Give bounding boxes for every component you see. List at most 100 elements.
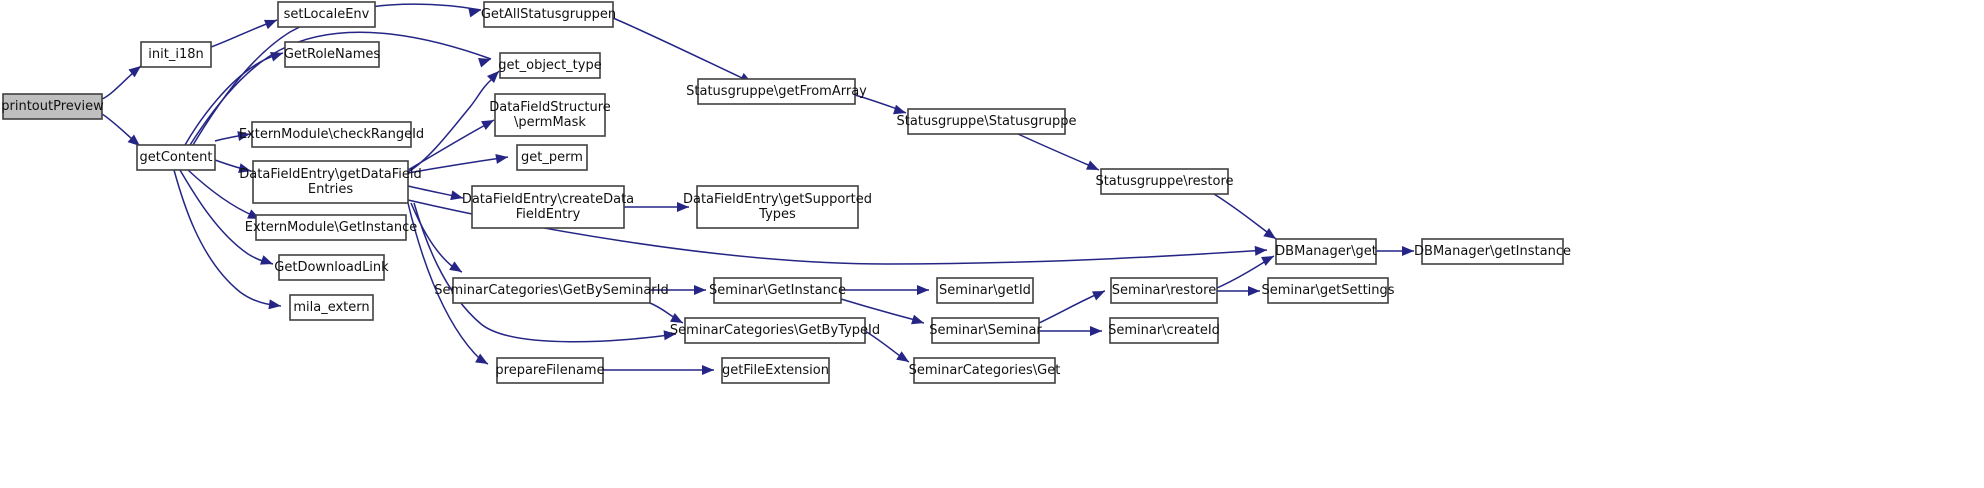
- node-mila_extern[interactable]: mila_extern: [289, 294, 374, 321]
- arrowhead: [917, 285, 929, 295]
- node-box-ExternModule_GetInstance[interactable]: [255, 214, 407, 241]
- node-box-prepareFilename[interactable]: [496, 357, 604, 384]
- arrowhead: [1086, 160, 1099, 170]
- node-box-Seminar_restore[interactable]: [1110, 277, 1218, 304]
- node-Seminar_getId[interactable]: Seminar\getId: [936, 277, 1034, 304]
- node-DataFieldStructure_permMask[interactable]: DataFieldStructure\permMask: [489, 93, 611, 137]
- node-get_perm[interactable]: get_perm: [516, 144, 588, 171]
- arrowhead: [495, 153, 508, 164]
- node-label-Seminar_createId: Seminar\createId: [1108, 323, 1220, 338]
- node-box-GetRoleNames[interactable]: [284, 41, 380, 68]
- node-get_object_type[interactable]: get_object_type: [498, 52, 602, 79]
- node-prepareFilename[interactable]: prepareFilename: [495, 357, 605, 384]
- node-box-SeminarCategories_Get[interactable]: [913, 357, 1056, 384]
- call-edge-GetAllStatusgruppen-to-Statusgruppe_getFromArray: [612, 17, 753, 84]
- node-Statusgruppe_restore[interactable]: Statusgruppe\restore: [1095, 168, 1234, 195]
- node-GetDownloadLink[interactable]: GetDownloadLink: [274, 254, 389, 281]
- node-label-getFileExtension: getFileExtension: [722, 363, 829, 378]
- node-box-DBManager_get[interactable]: [1275, 238, 1377, 265]
- node-Seminar_restore[interactable]: Seminar\restore: [1110, 277, 1218, 304]
- node-label-DataFieldEntry_getDataFieldEntries: Entries: [308, 182, 354, 197]
- node-Statusgruppe_Statusgruppe[interactable]: Statusgruppe\Statusgruppe: [897, 108, 1077, 135]
- node-box-SeminarCategories_GetBySeminarId[interactable]: [452, 277, 651, 304]
- node-box-Statusgruppe_getFromArray[interactable]: [697, 78, 856, 105]
- node-label-DataFieldStructure_permMask: \permMask: [514, 115, 586, 130]
- node-Seminar_Seminar[interactable]: Seminar\Seminar: [929, 317, 1042, 344]
- node-box-setLocaleEnv[interactable]: [277, 1, 376, 28]
- node-ExternModule_GetInstance[interactable]: ExternModule\GetInstance: [245, 214, 417, 241]
- node-SeminarCategories_GetBySeminarId[interactable]: SeminarCategories\GetBySeminarId: [434, 277, 669, 304]
- node-box-get_object_type[interactable]: [499, 52, 601, 79]
- node-box-Statusgruppe_Statusgruppe[interactable]: [907, 108, 1066, 135]
- arrowhead: [268, 299, 281, 310]
- node-DBManager_get[interactable]: DBManager\get: [1275, 238, 1377, 265]
- node-init_i18n[interactable]: init_i18n: [140, 41, 212, 68]
- node-box-GetAllStatusgruppen[interactable]: [483, 1, 614, 28]
- arrowhead: [1261, 256, 1274, 266]
- node-SeminarCategories_GetByTypeId[interactable]: SeminarCategories\GetByTypeId: [670, 317, 880, 344]
- node-label-DataFieldStructure_permMask: DataFieldStructure: [489, 100, 611, 115]
- call-edge-getContent-to-mila_extern: [173, 169, 282, 307]
- node-label-mila_extern: mila_extern: [293, 300, 369, 315]
- node-box-Seminar_getSettings[interactable]: [1267, 277, 1389, 304]
- node-box-DataFieldStructure_permMask[interactable]: [494, 93, 606, 137]
- node-DBManager_getInstance[interactable]: DBManager\getInstance: [1414, 238, 1571, 265]
- node-Seminar_getSettings[interactable]: Seminar\getSettings: [1261, 277, 1395, 304]
- node-label-get_object_type: get_object_type: [498, 58, 601, 73]
- node-label-DBManager_getInstance: DBManager\getInstance: [1414, 244, 1571, 259]
- node-ExternModule_checkRangeId[interactable]: ExternModule\checkRangeId: [239, 121, 424, 148]
- node-box-DBManager_getInstance[interactable]: [1421, 238, 1564, 265]
- arrowhead: [475, 353, 488, 364]
- node-Seminar_createId[interactable]: Seminar\createId: [1108, 317, 1220, 344]
- node-label-GetRoleNames: GetRoleNames: [284, 47, 381, 62]
- node-box-getFileExtension[interactable]: [721, 357, 830, 384]
- node-box-Seminar_GetInstance[interactable]: [713, 277, 842, 304]
- arrowhead: [663, 330, 676, 341]
- node-box-DataFieldEntry_getDataFieldEntries[interactable]: [252, 160, 409, 204]
- node-setLocaleEnv[interactable]: setLocaleEnv: [277, 1, 376, 28]
- arrowhead: [893, 104, 906, 115]
- arrowhead: [238, 163, 251, 173]
- node-box-Seminar_Seminar[interactable]: [931, 317, 1040, 344]
- node-box-get_perm[interactable]: [516, 144, 588, 171]
- arrowhead: [468, 7, 481, 18]
- arrowhead: [450, 190, 463, 201]
- node-getContent[interactable]: getContent: [136, 144, 216, 171]
- arrowhead: [481, 120, 494, 131]
- node-box-DataFieldEntry_getSupportedTypes[interactable]: [696, 185, 859, 229]
- node-box-Seminar_createId[interactable]: [1109, 317, 1219, 344]
- node-label-getContent: getContent: [139, 150, 212, 165]
- node-GetAllStatusgruppen[interactable]: GetAllStatusgruppen: [481, 1, 616, 28]
- node-label-Seminar_GetInstance: Seminar\GetInstance: [709, 283, 846, 298]
- node-box-ExternModule_checkRangeId[interactable]: [251, 121, 412, 148]
- node-GetRoleNames[interactable]: GetRoleNames: [284, 41, 381, 68]
- arrowhead: [1248, 286, 1260, 296]
- node-label-DataFieldEntry_getSupportedTypes: Types: [758, 207, 796, 222]
- node-label-prepareFilename: prepareFilename: [495, 363, 604, 378]
- node-Statusgruppe_getFromArray[interactable]: Statusgruppe\getFromArray: [686, 78, 867, 105]
- node-box-Statusgruppe_restore[interactable]: [1100, 168, 1229, 195]
- node-box-mila_extern[interactable]: [289, 294, 374, 321]
- call-edge-DataFieldEntry_getDataFieldEntries-to-get_perm: [407, 156, 509, 174]
- node-SeminarCategories_Get[interactable]: SeminarCategories\Get: [909, 357, 1061, 384]
- node-box-SeminarCategories_GetByTypeId[interactable]: [684, 317, 866, 344]
- node-box-GetDownloadLink[interactable]: [278, 254, 385, 281]
- node-printoutPreview[interactable]: printoutPreview: [1, 93, 104, 120]
- arrowhead: [1090, 326, 1102, 336]
- node-box-init_i18n[interactable]: [140, 41, 212, 68]
- node-box-printoutPreview[interactable]: [2, 93, 103, 120]
- arrowhead: [1254, 245, 1267, 256]
- node-getFileExtension[interactable]: getFileExtension: [721, 357, 830, 384]
- arrowhead: [237, 131, 250, 142]
- node-box-Seminar_getId[interactable]: [936, 277, 1034, 304]
- node-box-getContent[interactable]: [136, 144, 216, 171]
- node-label-init_i18n: init_i18n: [148, 47, 203, 62]
- node-label-Statusgruppe_restore: Statusgruppe\restore: [1095, 174, 1233, 189]
- node-box-DataFieldEntry_createDataFieldEntry[interactable]: [471, 185, 625, 229]
- node-Seminar_GetInstance[interactable]: Seminar\GetInstance: [709, 277, 846, 304]
